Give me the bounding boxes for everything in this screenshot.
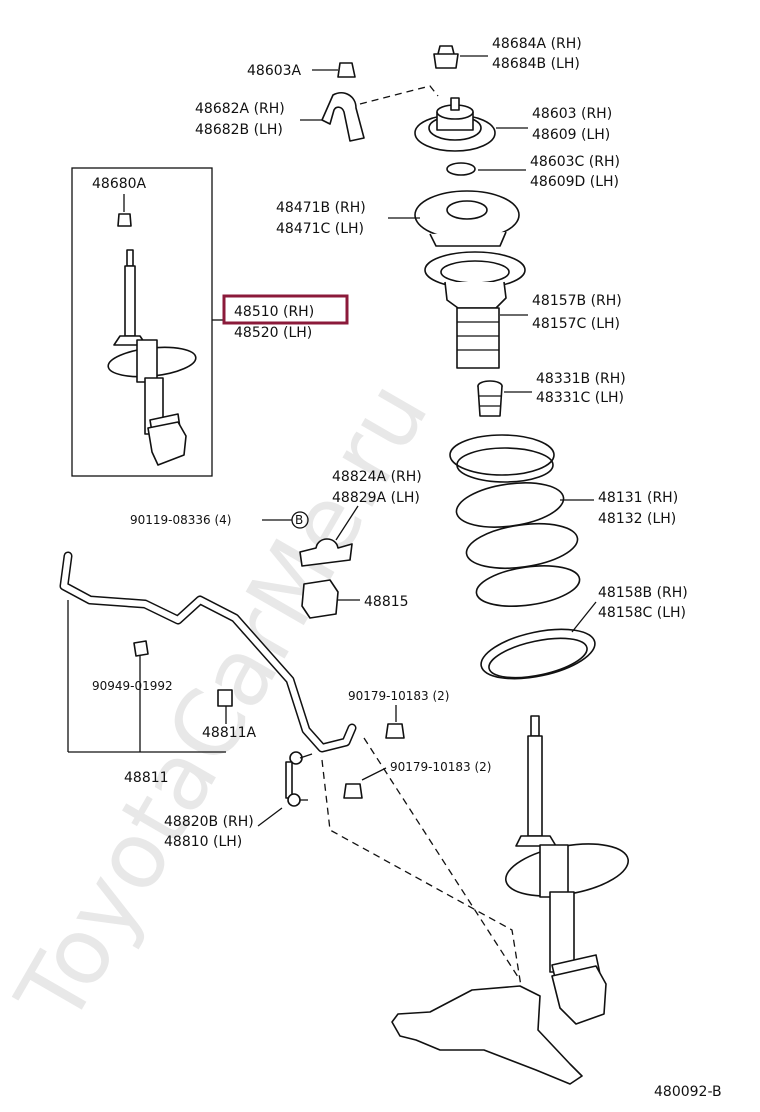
reference-circle-b bbox=[291, 511, 309, 529]
label-48510[interactable]: 48510 (RH) bbox=[234, 304, 314, 320]
bushing-48811A[interactable] bbox=[217, 689, 233, 707]
bound-stopper-48331B[interactable] bbox=[477, 380, 503, 417]
label-48811A: 48811A bbox=[202, 725, 257, 741]
label-48471B: 48471B (RH) bbox=[276, 200, 366, 216]
label-48603A: 48603A bbox=[247, 63, 302, 79]
label-48810: 48810 (LH) bbox=[164, 834, 242, 850]
label-48609: 48609 (LH) bbox=[532, 127, 610, 143]
label-48331B: 48331B (RH) bbox=[536, 371, 626, 387]
label-48815: 48815 bbox=[364, 594, 409, 610]
label-48157B: 48157B (RH) bbox=[532, 293, 622, 309]
label-48331C: 48331C (LH) bbox=[536, 390, 624, 406]
lower-control-arm bbox=[391, 985, 583, 1085]
shock-absorber-small-illustration[interactable] bbox=[107, 249, 197, 466]
label-48158B: 48158B (RH) bbox=[598, 585, 688, 601]
label-48820B: 48820B (RH) bbox=[164, 814, 254, 830]
bracket-48824A[interactable] bbox=[299, 538, 353, 567]
clip-90949-01992[interactable] bbox=[133, 640, 149, 657]
shock-absorber-strut-illustration[interactable] bbox=[502, 715, 632, 1025]
label-48829A: 48829A (LH) bbox=[332, 490, 420, 506]
suspension-support-48603[interactable] bbox=[414, 97, 496, 152]
label-48684B: 48684B (LH) bbox=[492, 56, 580, 72]
bearing-48603C[interactable] bbox=[446, 162, 476, 176]
label-90949-01992: 90949-01992 bbox=[92, 679, 173, 693]
label-48824A: 48824A (RH) bbox=[332, 469, 422, 485]
label-48158C: 48158C (LH) bbox=[598, 605, 686, 621]
bracket-48682A[interactable] bbox=[321, 92, 365, 142]
label-48603C: 48603C (RH) bbox=[530, 154, 620, 170]
label-48680A: 48680A bbox=[92, 176, 147, 192]
label-48471C: 48471C (LH) bbox=[276, 221, 364, 237]
label-48684A: 48684A (RH) bbox=[492, 36, 582, 52]
strut-assembly-inset-box bbox=[71, 167, 213, 477]
stabilizer-link-48820B[interactable] bbox=[285, 751, 313, 807]
upper-spring-seat-48471B[interactable] bbox=[414, 190, 520, 247]
label-48131: 48131 (RH) bbox=[598, 490, 678, 506]
dust-boot-48157B[interactable] bbox=[424, 251, 526, 369]
cap-48684A[interactable] bbox=[433, 45, 459, 69]
coil-spring-48131[interactable] bbox=[449, 434, 582, 612]
label-90179-10183-upper: 90179-10183 (2) bbox=[348, 689, 450, 703]
label-48520[interactable]: 48520 (LH) bbox=[234, 325, 312, 341]
label-48157C: 48157C (LH) bbox=[532, 316, 620, 332]
diagram-code: 480092-B bbox=[654, 1084, 722, 1100]
label-48132: 48132 (LH) bbox=[598, 511, 676, 527]
nut-90179-lower[interactable] bbox=[343, 783, 363, 799]
label-48603: 48603 (RH) bbox=[532, 106, 612, 122]
label-90179-10183-lower: 90179-10183 (2) bbox=[390, 760, 492, 774]
label-48609D: 48609D (LH) bbox=[530, 174, 619, 190]
label-48682B: 48682B (LH) bbox=[195, 122, 283, 138]
spring-insulator-48158B[interactable] bbox=[477, 620, 600, 687]
bushing-48815[interactable] bbox=[301, 579, 339, 619]
nut-90179-upper[interactable] bbox=[385, 723, 405, 739]
label-48811: 48811 bbox=[124, 770, 169, 786]
circle-b-letter: B bbox=[295, 513, 303, 527]
label-48682A: 48682A (RH) bbox=[195, 101, 285, 117]
nut-48680A[interactable] bbox=[117, 213, 132, 227]
nut-48603A[interactable] bbox=[337, 62, 356, 78]
label-90119-08336: 90119-08336 (4) bbox=[130, 513, 232, 527]
highlight-box-48510 bbox=[222, 294, 349, 325]
